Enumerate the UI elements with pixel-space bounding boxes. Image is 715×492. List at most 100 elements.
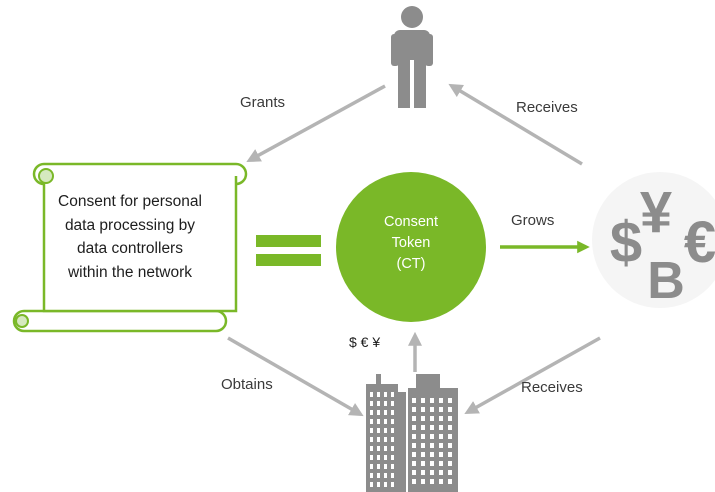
building-window [430,416,434,421]
building-window [370,464,373,469]
consent-document-text: Consent for personal data processing by … [40,190,220,284]
currency-symbol: ¥ [640,180,672,245]
building-window [384,410,387,415]
edge-label-grows: Grows [511,212,555,229]
building-window [421,452,425,457]
building-window [448,398,452,403]
building-window [430,398,434,403]
building-window [391,419,394,424]
building-window [448,425,452,430]
building-window [430,443,434,448]
building-window [377,392,380,397]
building-window [448,416,452,421]
building-window [412,416,416,421]
building-window [377,401,380,406]
building-window [421,461,425,466]
obtains-arrow [227,336,364,417]
building-window [384,401,387,406]
building-window [391,428,394,433]
building-window [448,470,452,475]
building-window [377,473,380,478]
building-window [391,455,394,460]
building-window [448,461,452,466]
building-window [439,443,443,448]
building-window [377,437,380,442]
building-window [391,446,394,451]
building-window [448,407,452,412]
building-window [439,434,443,439]
person-icon [391,6,433,108]
building-windows [370,392,452,487]
building-window [391,473,394,478]
currency-symbol: € [684,210,715,275]
building-window [384,392,387,397]
consent-document-line: data processing by [64,216,196,234]
building-window [370,446,373,451]
building-window [421,416,425,421]
building-window [448,443,452,448]
building-window [391,482,394,487]
building-window [377,455,380,460]
building-window [421,434,425,439]
building-window [412,434,416,439]
building-window [370,401,373,406]
building-window [370,473,373,478]
consent-token-line: (CT) [396,256,426,272]
building-window [370,455,373,460]
grants-arrow [246,84,386,163]
currency-symbol: $ [610,210,642,275]
building-window [370,419,373,424]
building-window [430,479,434,484]
scroll-icon [12,162,248,333]
building-window [412,461,416,466]
building-window [370,392,373,397]
consent-document-line: Consent for personal [58,193,202,210]
building-window [421,425,425,430]
building-window [377,446,380,451]
building-window [421,398,425,403]
building-window [412,443,416,448]
building-window [370,437,373,442]
consent-token-line: Token [391,235,431,251]
consent-document-line: within the network [67,263,193,281]
building-window [439,479,443,484]
building-window [412,425,416,430]
building-window [439,470,443,475]
building-window [430,407,434,412]
building-window [430,452,434,457]
building-window [384,428,387,433]
edge-label-grants: Grants [240,94,286,111]
building-window [430,470,434,475]
edge-label-receives-top: Receives [516,99,578,116]
building-window [384,455,387,460]
building-window [370,410,373,415]
receives-top-arrow [448,83,583,166]
building-window [448,479,452,484]
building-window [439,461,443,466]
building-window [370,482,373,487]
building-window [412,452,416,457]
building-window [391,392,394,397]
building-window [384,482,387,487]
building-window [430,461,434,466]
building-window [412,398,416,403]
building-window [377,419,380,424]
receives-bottom-arrow [464,336,601,415]
building-window [384,437,387,442]
consent-token-label: Consent Token (CT) [346,212,476,275]
building-window [384,473,387,478]
currency-symbol: B [647,252,685,310]
equals-icon [256,235,321,266]
building-window [430,434,434,439]
money-label: $ € ¥ [349,334,381,350]
consent-token-line: Consent [383,214,438,230]
building-window [430,425,434,430]
building-window [377,410,380,415]
edge-label-receives-bottom: Receives [521,379,583,396]
building-window [421,443,425,448]
consent-token-circle [336,172,486,322]
building-window [384,446,387,451]
building-window [391,401,394,406]
